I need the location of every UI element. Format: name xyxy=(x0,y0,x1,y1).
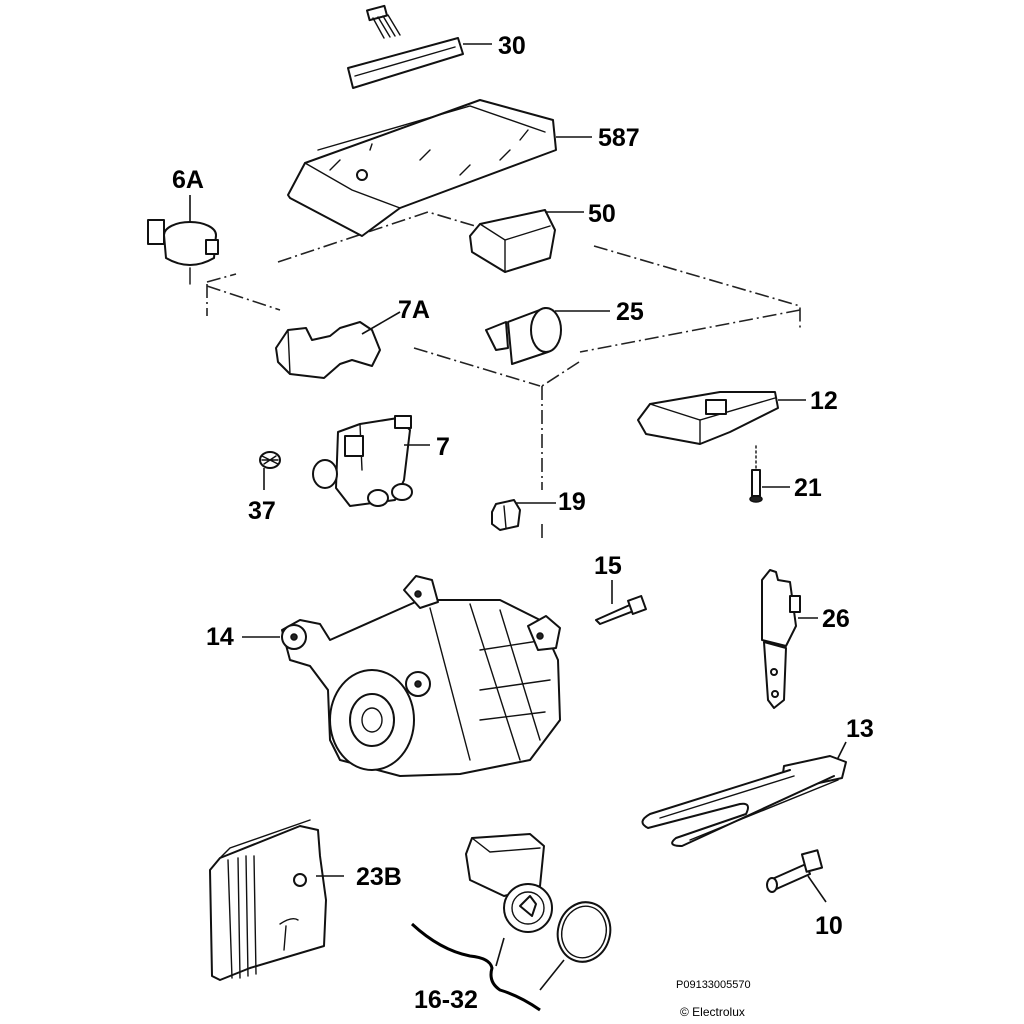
part-7-inlet-valve[interactable]: 7 xyxy=(312,415,450,507)
callout-50: 50 xyxy=(588,200,616,228)
callout-7A: 7A xyxy=(398,296,430,324)
part-16-32-drain-pump[interactable]: 16-32 xyxy=(410,833,617,1014)
copyright-notice: © Electrolux xyxy=(680,1005,745,1019)
callout-14: 14 xyxy=(206,623,234,651)
part-26-switch[interactable]: 26 xyxy=(761,569,850,709)
part-7A-clip-bracket[interactable]: 7A xyxy=(275,296,430,379)
assembly-guide-lines xyxy=(206,211,801,540)
callout-23B: 23B xyxy=(356,863,402,891)
callout-6A: 6A xyxy=(172,166,204,194)
callout-19: 19 xyxy=(558,488,586,516)
part-21-screw[interactable]: 21 xyxy=(749,445,822,503)
part-15-screw[interactable]: 15 xyxy=(594,552,647,625)
part-19-clip[interactable]: 19 xyxy=(491,488,586,531)
part-30-display-board[interactable]: 30 xyxy=(347,4,526,89)
callout-587: 587 xyxy=(598,124,640,152)
callout-12: 12 xyxy=(810,387,838,415)
part-50-module[interactable]: 50 xyxy=(469,200,616,273)
callout-30: 30 xyxy=(498,32,526,60)
part-6A-pressure-switch[interactable]: 6A xyxy=(147,166,219,285)
part-12-door-interlock[interactable]: 12 xyxy=(637,387,838,445)
part-25-capacitor[interactable]: 25 xyxy=(485,298,644,365)
callout-7: 7 xyxy=(436,433,450,461)
part-10-temperature-sensor[interactable]: 10 xyxy=(766,849,843,940)
callout-15: 15 xyxy=(594,552,622,580)
part-37-filter[interactable]: 37 xyxy=(248,451,281,525)
callout-37: 37 xyxy=(248,497,276,525)
part-587-control-frame[interactable]: 587 xyxy=(287,99,640,237)
part-13-heating-element[interactable]: 13 xyxy=(641,715,874,847)
callout-10: 10 xyxy=(815,912,843,940)
callout-26: 26 xyxy=(822,605,850,633)
callout-21: 21 xyxy=(794,474,822,502)
reference-code: P09133005570 xyxy=(676,979,751,991)
callout-13: 13 xyxy=(846,715,874,743)
part-14-motor[interactable]: 14 xyxy=(206,575,561,777)
callout-25: 25 xyxy=(616,298,644,326)
callout-16-32: 16-32 xyxy=(414,986,478,1014)
part-23B-electronic-board[interactable]: 23B xyxy=(209,819,402,981)
